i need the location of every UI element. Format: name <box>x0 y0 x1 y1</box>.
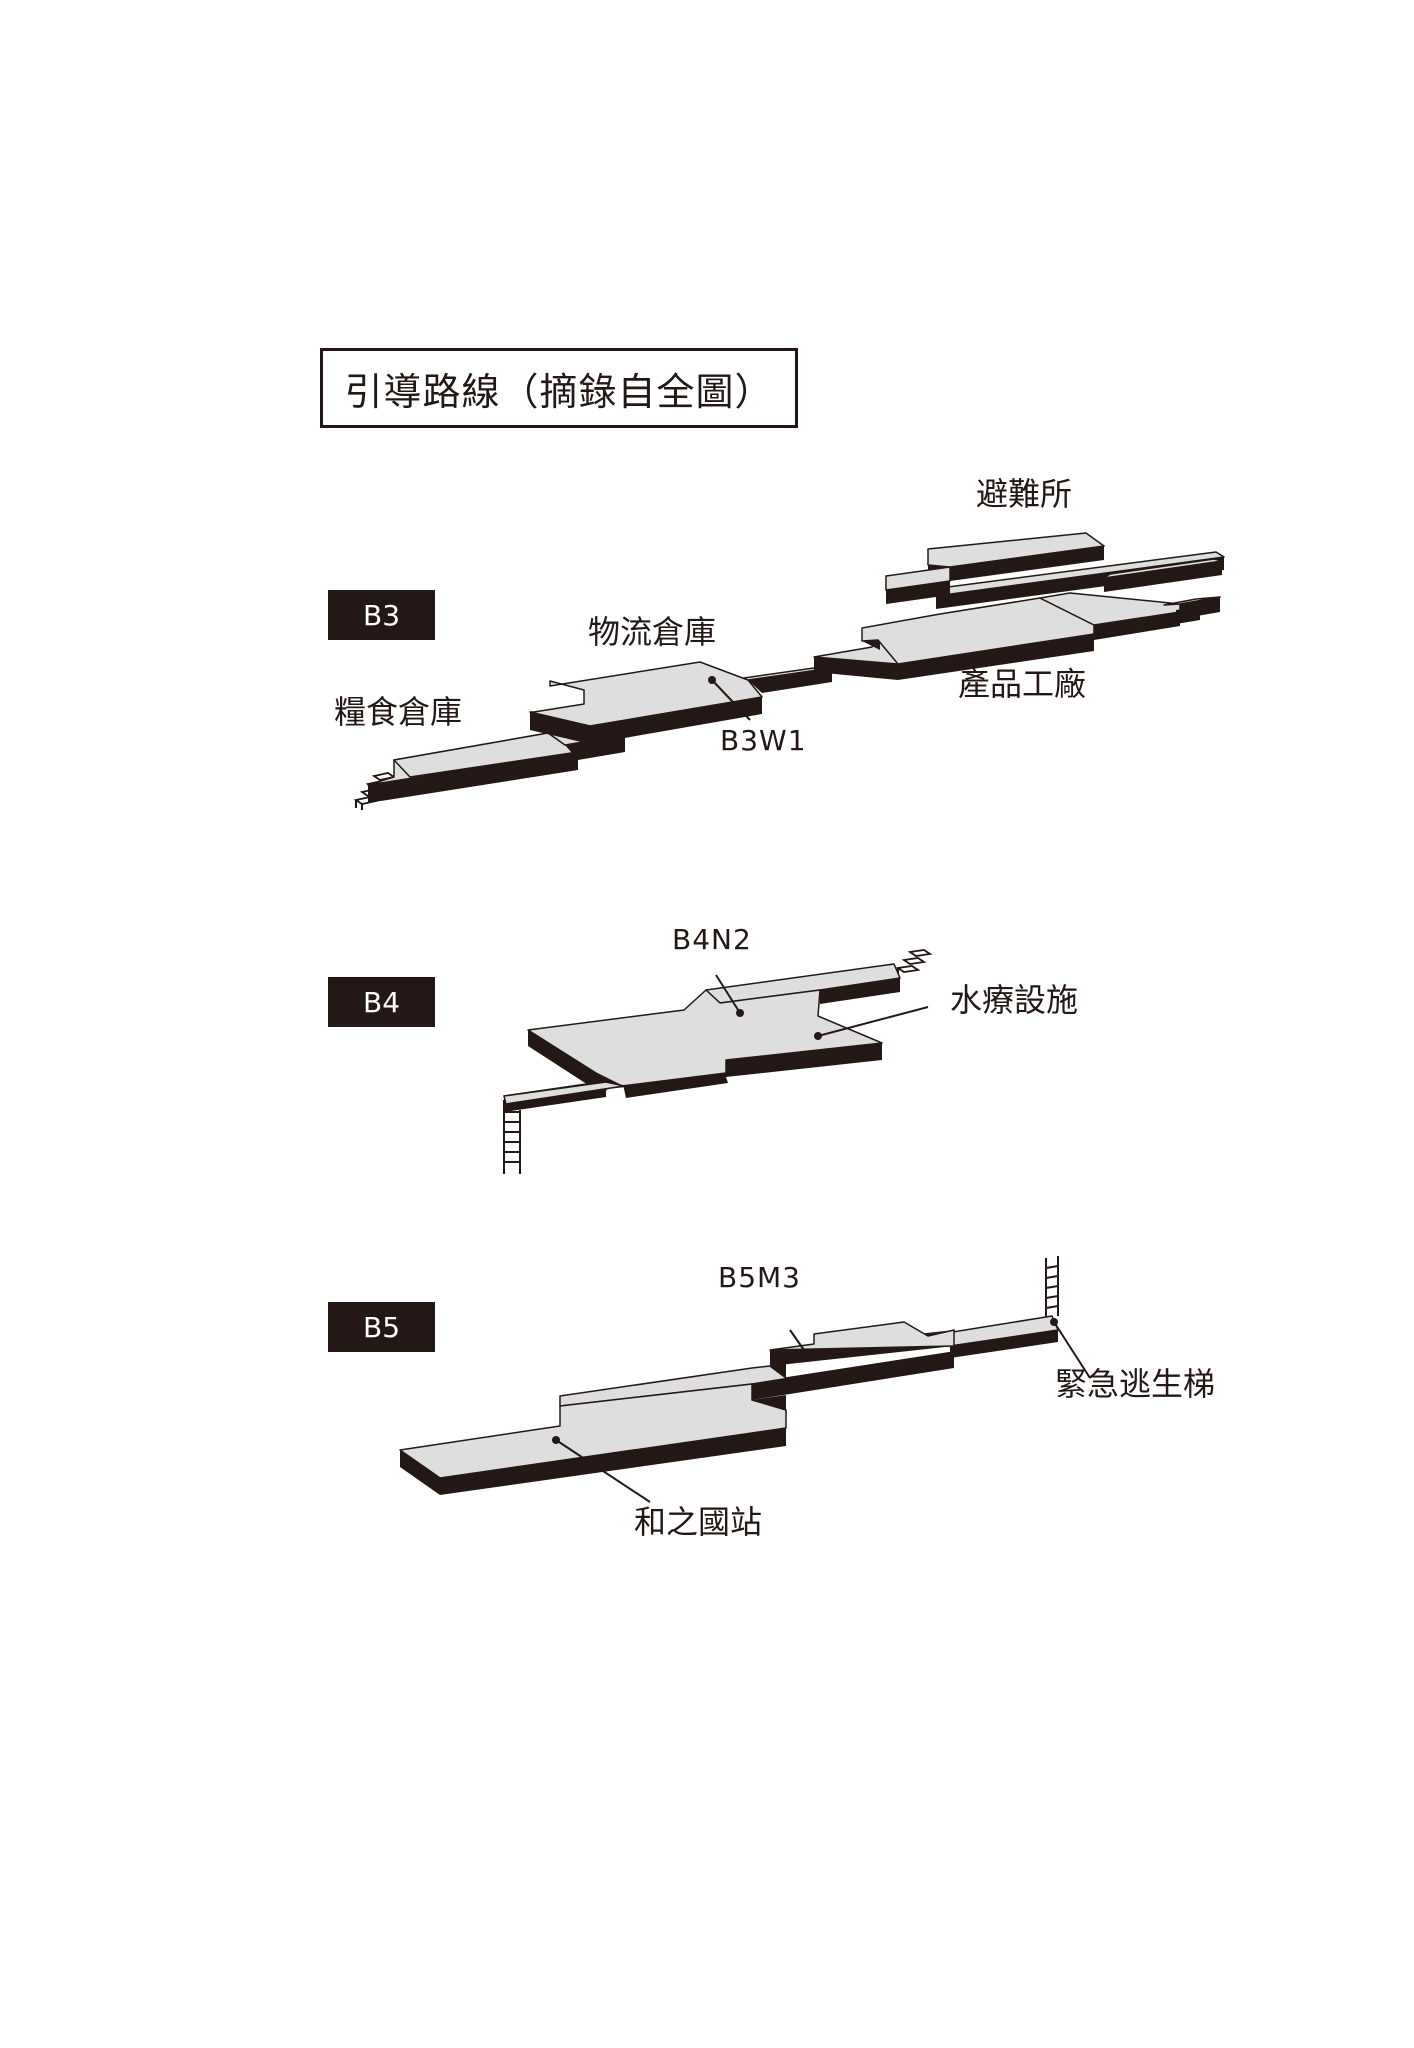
level-badge-b5: B5 <box>328 1302 435 1352</box>
label-point-b3w1: B3W1 <box>720 724 807 757</box>
label-food-warehouse: 糧食倉庫 <box>334 693 463 731</box>
label-logistics-warehouse: 物流倉庫 <box>588 613 717 651</box>
label-point-b4n2: B4N2 <box>672 923 752 956</box>
label-station: 和之國站 <box>634 1503 763 1541</box>
label-emergency-stairs: 緊急逃生梯 <box>1055 1365 1216 1403</box>
diagram-title: 引導路線（摘錄自全圖） <box>320 348 798 428</box>
label-point-b5m3: B5M3 <box>718 1261 801 1294</box>
b4-floor-plan <box>503 949 933 1174</box>
b4-stairs-icon <box>895 949 933 976</box>
label-product-factory: 產品工廠 <box>958 665 1087 703</box>
level-badge-b4: B4 <box>328 977 435 1027</box>
b3-floor-plan <box>353 532 1225 810</box>
b5-floor-plan <box>399 1256 1091 1503</box>
label-hydrotherapy-facility: 水療設施 <box>950 981 1079 1019</box>
b5-ladder-icon <box>1045 1256 1059 1318</box>
label-shelter: 避難所 <box>976 475 1073 513</box>
level-badge-b3: B3 <box>328 590 435 640</box>
b4-ladder-icon <box>503 1100 521 1174</box>
